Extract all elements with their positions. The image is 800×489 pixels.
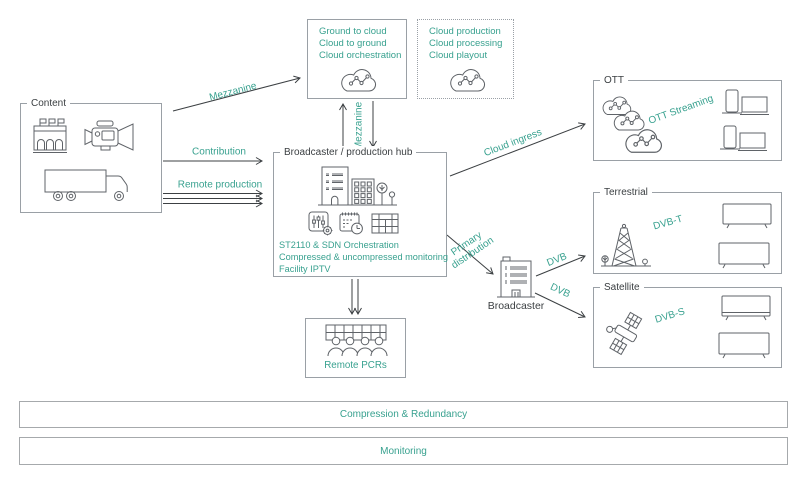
broadcaster-building-icon: [497, 256, 535, 298]
dvb-upper-label: DVB: [545, 251, 569, 269]
mixer-settings-icon: [308, 211, 333, 236]
ott-clouds-icon: [602, 96, 662, 153]
cloud-dotted-box: Cloud production Cloud processing Cloud …: [417, 19, 514, 99]
content-box: Content: [20, 97, 162, 213]
calendar-clock-icon: [339, 212, 363, 235]
cloud-box-text: Ground to cloud Cloud to ground Cloud or…: [319, 26, 402, 61]
ott-box-title: OTT: [600, 74, 628, 87]
primary-distribution-label: Primary distribution: [449, 229, 496, 271]
ott-box: OTT: [593, 74, 782, 161]
satellite-box: Satellite: [593, 281, 782, 368]
multiscreen-devices-icon: [720, 125, 767, 151]
contribution-label: Contribution: [192, 146, 246, 158]
satellite-icon: [606, 311, 643, 356]
multiscreen-devices-icon: [722, 89, 769, 115]
monitoring-bar: Monitoring: [19, 437, 788, 465]
control-room-icon: [325, 324, 388, 357]
cloud-icon: [450, 69, 486, 92]
cloud-dotted-box-text: Cloud production Cloud processing Cloud …: [429, 26, 503, 61]
compression-redundancy-bar: Compression & Redundancy: [19, 401, 788, 428]
remote-pcrs-box: Remote PCRs: [305, 318, 406, 378]
satellite-box-title: Satellite: [600, 281, 644, 294]
content-box-title: Content: [27, 97, 71, 110]
hub-box: Broadcaster / production hub: [273, 146, 449, 277]
cloud-ingress-label: Cloud ingress: [482, 126, 544, 160]
tv-icon: [722, 203, 772, 229]
tv-icon: [718, 332, 770, 359]
cloud-box: Ground to cloud Cloud to ground Cloud or…: [307, 19, 407, 99]
tv-icon: [721, 295, 771, 321]
campus-buildings-icon: [318, 166, 397, 206]
mezzanine-diagonal-label: Mezzanine: [208, 80, 258, 104]
hub-box-title: Broadcaster / production hub: [280, 146, 417, 159]
compression-redundancy-label: Compression & Redundancy: [339, 409, 468, 420]
mezzanine-vertical-label: Mezzanine: [353, 101, 365, 151]
schedule-grid-icon: [371, 213, 399, 234]
remote-pcrs-label: Remote PCRs: [324, 360, 387, 371]
cloud-icon: [341, 69, 377, 92]
remote-production-label: Remote production: [177, 179, 263, 191]
truck-icon: [44, 169, 128, 201]
tv-icon: [718, 242, 770, 269]
arrow-cloud-ingress: [449, 122, 586, 177]
factory-icon: [33, 118, 67, 153]
dvb-lower-label: DVB: [548, 281, 572, 301]
hub-capabilities-text: ST2110 & SDN Orchestration Compressed & …: [279, 240, 449, 274]
terrestrial-box-title: Terrestrial: [600, 186, 652, 199]
monitoring-label: Monitoring: [380, 445, 427, 457]
broadcaster-label: Broadcaster: [487, 300, 545, 312]
terrestrial-box: Terrestrial: [593, 186, 782, 274]
camera-icon: [84, 120, 134, 151]
transmitter-tower-icon: [601, 223, 651, 267]
